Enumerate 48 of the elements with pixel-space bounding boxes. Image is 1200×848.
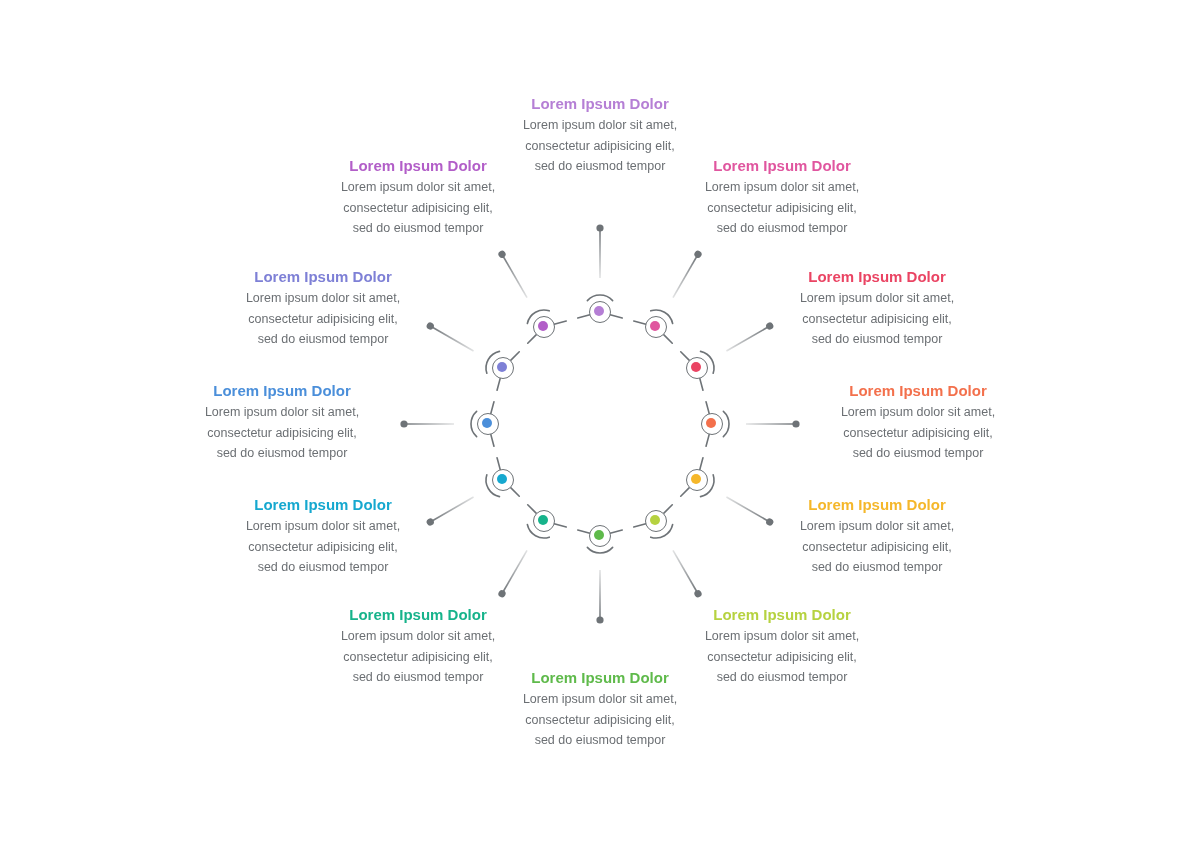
ring-node xyxy=(645,510,667,532)
leader-line xyxy=(498,250,528,299)
item-description: Lorem ipsum dolor sit amet, consectetur adipisicing elit, sed do eiusmod tempor xyxy=(244,518,402,576)
item-description: Lorem ipsum dolor sit amet, consectetur adipisicing elit, sed do eiusmod tempor xyxy=(244,290,402,348)
item-description: Lorem ipsum dolor sit amet, consectetur adipisicing elit, sed do eiusmod tempor xyxy=(339,179,497,237)
ring-node xyxy=(492,357,514,379)
item-title: Lorem Ipsum Dolor xyxy=(253,495,393,515)
ring-node xyxy=(701,413,723,435)
leader-line xyxy=(400,420,455,428)
ring-node xyxy=(477,413,499,435)
ring-node xyxy=(645,316,667,338)
leader-line xyxy=(596,569,604,624)
item-title: Lorem Ipsum Dolor xyxy=(253,267,393,287)
item-title: Lorem Ipsum Dolor xyxy=(530,668,670,688)
item-title: Lorem Ipsum Dolor xyxy=(848,381,988,401)
item-title: Lorem Ipsum Dolor xyxy=(530,94,670,114)
ring-node xyxy=(533,316,555,338)
item-description: Lorem ipsum dolor sit amet, consectetur adipisicing elit, sed do eiusmod tempor xyxy=(703,179,861,237)
item-title: Lorem Ipsum Dolor xyxy=(807,495,947,515)
item-description: Lorem ipsum dolor sit amet, consectetur adipisicing elit, sed do eiusmod tempor xyxy=(521,691,679,749)
item-description: Lorem ipsum dolor sit amet, consectetur adipisicing elit, sed do eiusmod tempor xyxy=(339,628,497,686)
leader-line xyxy=(426,322,475,352)
item-title: Lorem Ipsum Dolor xyxy=(348,605,488,625)
item-description: Lorem ipsum dolor sit amet, consectetur adipisicing elit, sed do eiusmod tempor xyxy=(798,290,956,348)
item-title: Lorem Ipsum Dolor xyxy=(712,605,852,625)
leader-line xyxy=(725,322,774,352)
leader-line xyxy=(672,549,702,598)
leader-line xyxy=(498,549,528,598)
item-description: Lorem ipsum dolor sit amet, consectetur adipisicing elit, sed do eiusmod tempor xyxy=(798,518,956,576)
item-title: Lorem Ipsum Dolor xyxy=(807,267,947,287)
item-description: Lorem ipsum dolor sit amet, consectetur adipisicing elit, sed do eiusmod tempor xyxy=(839,404,997,462)
leader-line xyxy=(672,250,702,299)
ring-node xyxy=(492,469,514,491)
ring-node xyxy=(589,301,611,323)
ring-node xyxy=(686,469,708,491)
item-title: Lorem Ipsum Dolor xyxy=(348,156,488,176)
ring-node xyxy=(533,510,555,532)
leader-line xyxy=(745,420,800,428)
item-title: Lorem Ipsum Dolor xyxy=(712,156,852,176)
ring-node xyxy=(589,525,611,547)
item-description: Lorem ipsum dolor sit amet, consectetur adipisicing elit, sed do eiusmod tempor xyxy=(521,117,679,175)
item-description: Lorem ipsum dolor sit amet, consectetur adipisicing elit, sed do eiusmod tempor xyxy=(203,404,361,462)
ring-node xyxy=(686,357,708,379)
item-description: Lorem ipsum dolor sit amet, consectetur adipisicing elit, sed do eiusmod tempor xyxy=(703,628,861,686)
item-title: Lorem Ipsum Dolor xyxy=(212,381,352,401)
leader-line xyxy=(725,496,774,526)
leader-line xyxy=(596,224,604,279)
leader-line xyxy=(426,496,475,526)
